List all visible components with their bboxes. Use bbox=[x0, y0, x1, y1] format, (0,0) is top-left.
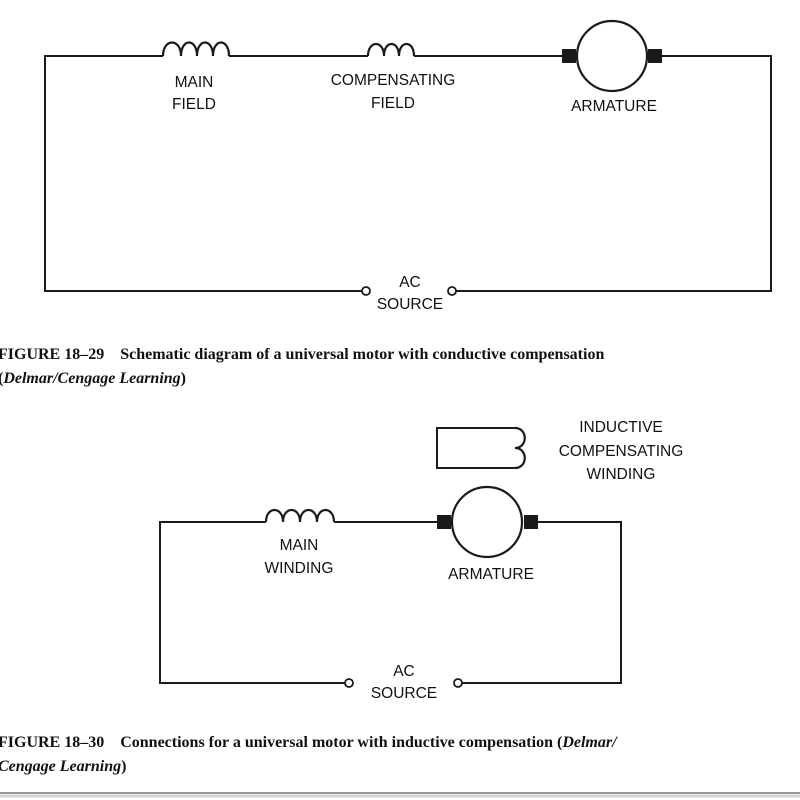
main-winding-label-line2: WINDING bbox=[265, 560, 334, 577]
main-field-coil bbox=[161, 41, 231, 57]
inductive-label-line2: COMPENSATING bbox=[559, 443, 684, 460]
ac-terminal-right-2 bbox=[453, 678, 463, 688]
left-wire-2 bbox=[159, 521, 345, 684]
figure-18-30-caption-line1: FIGURE 18–30 Connections for a universal… bbox=[0, 734, 618, 751]
inductive-compensating-winding bbox=[436, 426, 526, 470]
ac-source-label-line1: AC bbox=[399, 274, 421, 291]
figure-18-30-circuit: INDUCTIVE COMPENSATING WINDING MAIN WIND… bbox=[159, 419, 684, 702]
ac-terminal-left bbox=[361, 286, 371, 296]
ac-terminal-left-2 bbox=[344, 678, 354, 688]
inductive-label-line3: WINDING bbox=[587, 466, 656, 483]
armature-symbol-2 bbox=[437, 485, 538, 559]
left-wire bbox=[44, 55, 362, 292]
compensating-field-coil bbox=[366, 42, 416, 57]
main-field-label-line2: FIELD bbox=[172, 96, 216, 113]
ac-source-label-line2: SOURCE bbox=[377, 296, 443, 313]
figure-18-29-caption-line2: (Delmar/Cengage Learning) bbox=[0, 370, 186, 387]
right-wire-2 bbox=[462, 521, 622, 684]
ac-source-label-2-line1: AC bbox=[393, 663, 415, 680]
figure-18-30-caption-line2: Cengage Learning) bbox=[0, 758, 126, 775]
ac-terminal-right bbox=[447, 286, 457, 296]
armature-label: ARMATURE bbox=[571, 98, 657, 115]
inductive-label-line1: INDUCTIVE bbox=[579, 419, 663, 436]
main-winding-coil bbox=[264, 508, 336, 523]
armature-label-2: ARMATURE bbox=[448, 566, 534, 583]
armature-symbol bbox=[562, 19, 662, 93]
figure-18-29-circuit: MAIN FIELD COMPENSATING FIELD ARMATURE A… bbox=[44, 19, 772, 313]
ac-source-label-2-line2: SOURCE bbox=[371, 685, 437, 702]
main-winding-label-line1: MAIN bbox=[280, 537, 319, 554]
compensating-field-label-line1: COMPENSATING bbox=[331, 72, 456, 89]
right-wire bbox=[455, 55, 772, 292]
figure-18-29-caption-line1: FIGURE 18–29 Schematic diagram of a univ… bbox=[0, 346, 604, 363]
main-field-label-line1: MAIN bbox=[175, 74, 214, 91]
compensating-field-label-line2: FIELD bbox=[371, 95, 415, 112]
